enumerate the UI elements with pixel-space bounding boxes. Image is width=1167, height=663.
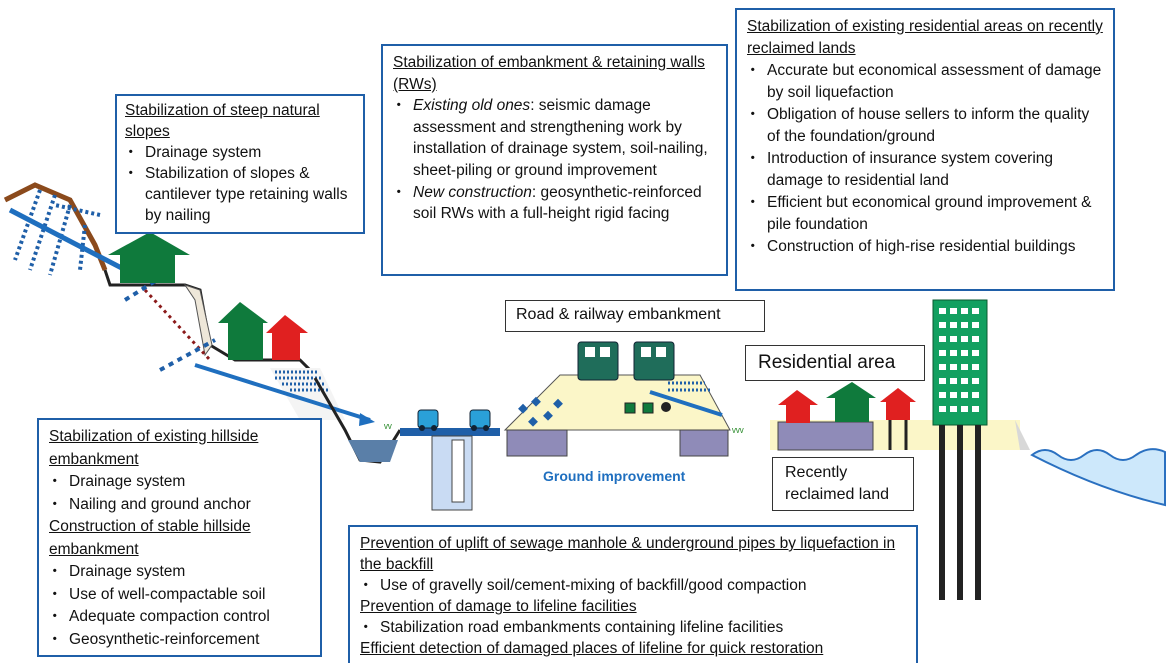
building-windows [939, 308, 979, 412]
house-red-left [778, 390, 818, 423]
house-hilltop [108, 232, 190, 283]
residential-item-3: Introduction of insurance system coverin… [745, 148, 1103, 192]
hillside-item-6: Geosynthetic-reinforcement [47, 629, 310, 652]
box-embankment-rw: Stabilization of embankment & retaining … [381, 44, 728, 276]
box-residential: Stabilization of existing residential ar… [735, 8, 1115, 291]
house-green-right [826, 382, 876, 422]
rw-item-existing-text: : seismic damage assessment and strength… [413, 97, 708, 179]
ditch-water [348, 440, 398, 462]
drain-pipe-hillside [194, 363, 371, 422]
train-right [633, 341, 675, 381]
label-road-railway: Road & railway embankment [505, 300, 765, 332]
box-sewage-title-2: Prevention of damage to lifeline facilit… [360, 598, 637, 615]
box-steep-slopes-title: Stabilization of steep natural slopes [125, 102, 320, 140]
building-piles [939, 425, 981, 600]
improved-ground [777, 421, 874, 451]
residential-item-2: Obligation of house sellers to inform th… [745, 104, 1103, 148]
label-residential-area: Residential area [745, 345, 925, 381]
train-left [577, 341, 619, 381]
rw-item-existing-lead: Existing old ones [413, 97, 531, 115]
rw-item-new-text: : geosynthetic-reinforced soil RWs with … [413, 183, 702, 223]
house-red-mid [266, 315, 308, 360]
car-left [417, 409, 439, 431]
embankment-geogrid [518, 396, 563, 427]
house-green-mid [218, 302, 268, 360]
box-sewage-title-1: Prevention of uplift of sewage manhole &… [360, 535, 896, 573]
svg-text:ᵥᵥ: ᵥᵥ [383, 417, 392, 431]
slopes-item-1: Drainage system [123, 142, 355, 163]
slope-nailing [13, 189, 101, 276]
car-right [469, 409, 491, 431]
residential-item-5: Construction of high-rise residential bu… [745, 236, 1103, 258]
retaining-wall [183, 284, 213, 357]
box-hillside: Stabilization of existing hillside emban… [37, 418, 322, 657]
label-reclaimed-land: Recently reclaimed land [772, 457, 914, 511]
box-steep-slopes: Stabilization of steep natural slopes Dr… [115, 94, 365, 234]
box-sewage: Prevention of uplift of sewage manhole &… [348, 525, 918, 663]
box-hillside-title-1: Stabilization of existing hillside emban… [49, 428, 259, 468]
svg-text:ᵥᵥᵥ: ᵥᵥᵥ [731, 421, 744, 435]
label-ground-improvement: Ground improvement [543, 468, 686, 484]
ground-improvement-left [506, 429, 568, 457]
sewage-item-2: Stabilization road embankments containin… [358, 617, 906, 638]
ground-improvement-right [679, 429, 729, 457]
sea-water [1030, 448, 1166, 507]
road-deck [400, 428, 500, 436]
hillside-item-1: Drainage system [47, 471, 310, 494]
house-red-right [880, 388, 916, 450]
rw-item-new-lead: New construction [413, 183, 532, 201]
drain-pipe-slope [8, 207, 137, 278]
sewage-item-1: Use of gravelly soil/cement-mixing of ba… [358, 575, 906, 596]
box-hillside-title-2: Construction of stable hillside embankme… [49, 518, 251, 558]
box-residential-title: Stabilization of existing residential ar… [747, 18, 1103, 57]
residential-item-1: Accurate but economical assessment of da… [745, 60, 1103, 104]
embankment-reinforcement-right [668, 381, 710, 392]
residential-item-4: Efficient but economical ground improvem… [745, 192, 1103, 236]
slopes-item-2: Stabilization of slopes & cantilever typ… [123, 163, 355, 226]
hillside-item-5: Adequate compaction control [47, 606, 310, 629]
hillside-item-3: Drainage system [47, 561, 310, 584]
box-sewage-title-3: Efficient detection of damaged places of… [360, 640, 824, 657]
rw-item-existing: Existing old ones: seismic damage assess… [391, 95, 716, 181]
hillside-item-4: Use of well-compactable soil [47, 584, 310, 607]
rw-item-new: New construction: geosynthetic-reinforce… [391, 182, 716, 225]
box-embankment-rw-title: Stabilization of embankment & retaining … [393, 54, 705, 93]
hillside-item-2: Nailing and ground anchor [47, 494, 310, 517]
high-rise-building [932, 299, 988, 426]
